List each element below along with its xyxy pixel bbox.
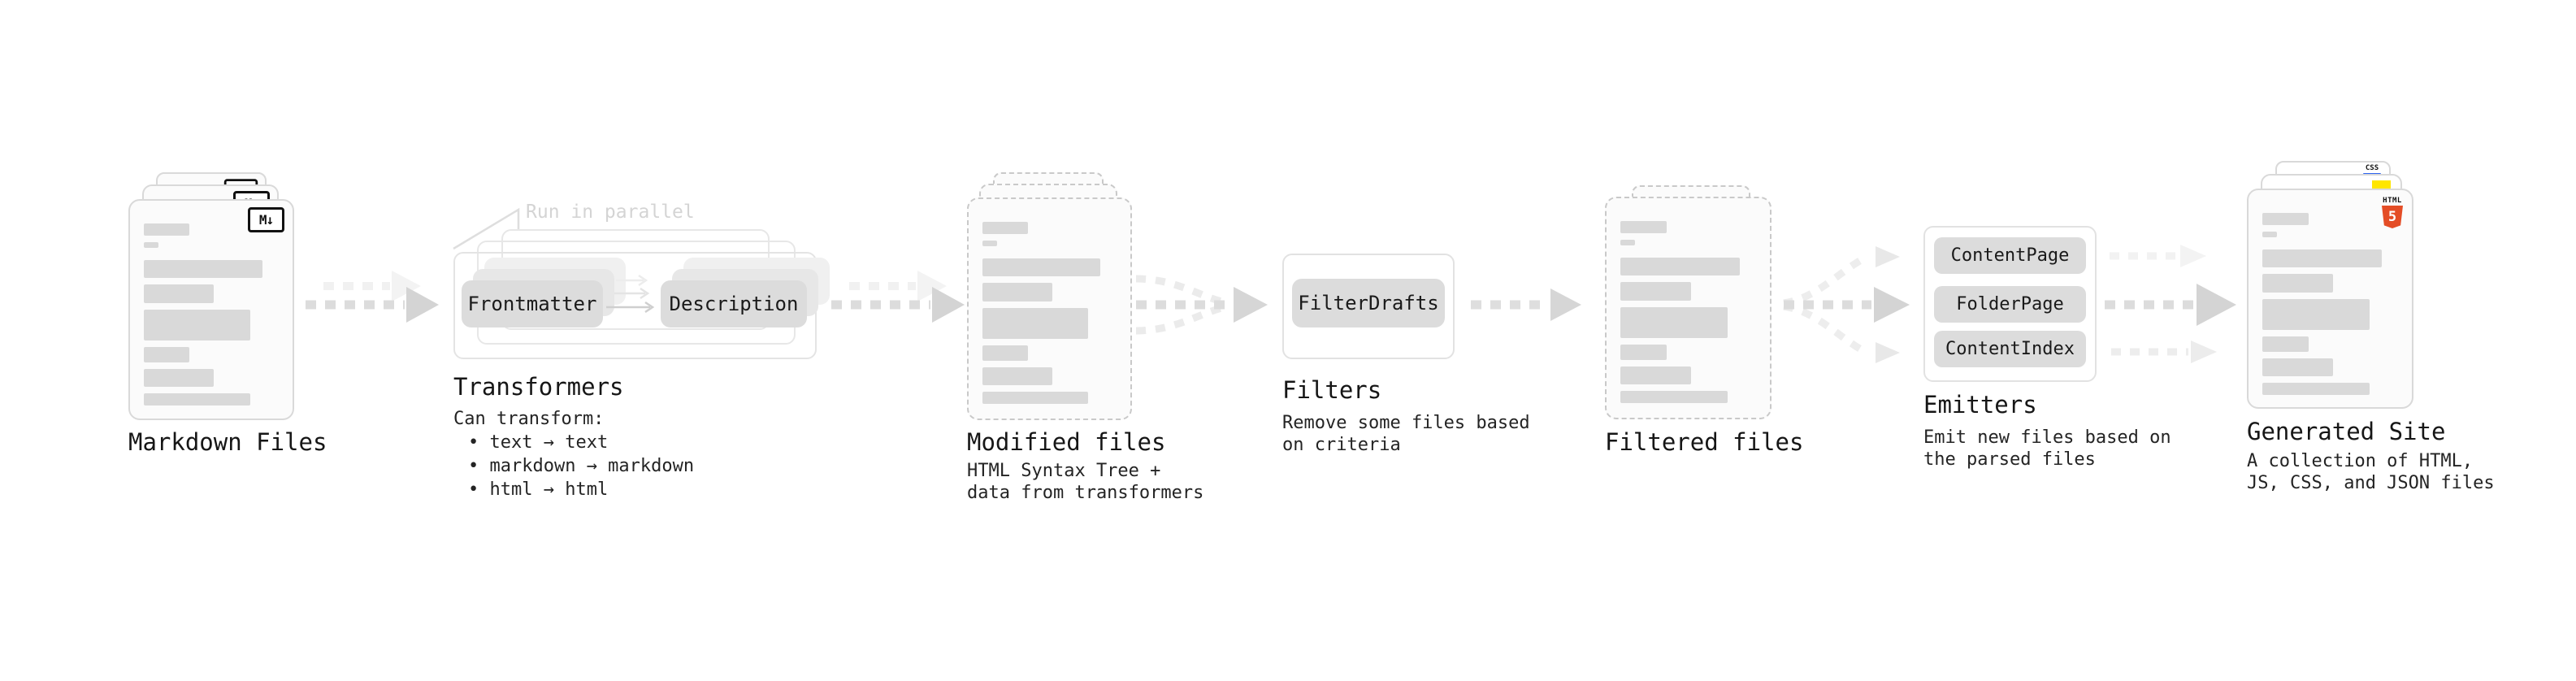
skeleton-bar	[2262, 274, 2333, 293]
node-label: Markdown Files	[128, 428, 327, 456]
skeleton-bar	[1620, 258, 1740, 275]
flow-arrow-modified-to-filters	[1135, 275, 1268, 335]
skeleton-lines	[144, 223, 279, 412]
skeleton-bar	[2262, 299, 2370, 330]
skeleton-bar	[982, 258, 1101, 276]
html5-icon-label: HTML	[2383, 197, 2402, 205]
file-card-front: M↓	[128, 199, 294, 420]
skeleton-bar	[2262, 249, 2382, 267]
skeleton-bar	[1620, 221, 1667, 233]
transformer-pill-frontmatter: Frontmatter	[462, 280, 603, 327]
flow-arrow-filtered-to-emitters	[1783, 246, 1910, 363]
skeleton-lines	[982, 222, 1117, 410]
skeleton-bar	[144, 284, 215, 303]
flow-arrow-filters-to-filtered	[1471, 288, 1581, 321]
pill-connector-arrows	[606, 274, 655, 314]
emitter-pill-contentpage: ContentPage	[1934, 237, 2086, 274]
skeleton-bar	[1620, 307, 1728, 338]
description-line: Remove some files based	[1282, 413, 1530, 433]
skeleton-bar	[982, 308, 1089, 339]
node-label: Modified files	[967, 428, 1166, 456]
node-description: Remove some files based on criteria	[1282, 412, 1530, 456]
skeleton-bar	[2262, 336, 2309, 352]
skeleton-bar	[982, 241, 998, 246]
emitter-pill-contentindex: ContentIndex	[1934, 331, 2086, 367]
file-card-front: HTML 5	[2247, 189, 2413, 409]
skeleton-bar	[144, 260, 263, 278]
flow-arrow-markdown-to-transformers	[306, 271, 439, 323]
skeleton-bar	[982, 367, 1052, 385]
description-line: JS, CSS, and JSON files	[2247, 473, 2495, 493]
node-label: Generated Site	[2247, 418, 2446, 445]
annotation-connector-line	[453, 207, 520, 250]
skeleton-bar	[1620, 345, 1667, 360]
skeleton-bar	[982, 345, 1029, 361]
skeleton-bar	[144, 369, 215, 387]
description-line: on criteria	[1282, 435, 1401, 455]
skeleton-bar	[2262, 213, 2309, 225]
node-label: Filtered files	[1605, 428, 1804, 456]
node-label: Emitters	[1923, 391, 2037, 419]
skeleton-bar	[1620, 282, 1691, 301]
description-line: data from transformers	[967, 483, 1204, 503]
skeleton-bar	[2262, 358, 2333, 376]
skeleton-bar	[1620, 240, 1636, 245]
description-line: A collection of HTML,	[2247, 451, 2474, 471]
skeleton-lines	[2262, 213, 2398, 401]
skeleton-bar	[1620, 367, 1691, 384]
skeleton-bar	[1620, 391, 1728, 403]
skeleton-bar	[144, 310, 251, 340]
javascript-icon	[2372, 180, 2391, 190]
filter-pill-filterdrafts: FilterDrafts	[1292, 279, 1445, 327]
flow-arrow-emitters-to-generated	[2105, 245, 2236, 363]
skeleton-bar	[982, 283, 1052, 301]
file-card-front	[967, 197, 1132, 420]
markdown-icon: M↓	[248, 207, 284, 232]
node-description: A collection of HTML, JS, CSS, and JSON …	[2247, 450, 2495, 494]
description-line: the parsed files	[1923, 449, 2096, 470]
html5-icon-shield: 5	[2382, 206, 2403, 228]
description-line: Emit new files based on	[1923, 427, 2171, 448]
file-card-front	[1605, 197, 1772, 419]
emitter-pill-folderpage: FolderPage	[1934, 286, 2086, 323]
flow-arrow-transformers-to-modified	[831, 271, 965, 323]
skeleton-bar	[144, 393, 251, 406]
transformer-pill-description: Description	[661, 280, 807, 327]
node-label: Transformers	[453, 373, 624, 401]
skeleton-bar	[2262, 232, 2278, 237]
skeleton-bar	[982, 392, 1089, 404]
html5-icon: HTML 5	[2382, 197, 2403, 228]
skeleton-bar	[144, 242, 159, 248]
node-description: Can transform: • text → text • markdown …	[453, 407, 694, 501]
description-line: HTML Syntax Tree +	[967, 461, 1161, 481]
skeleton-bar	[144, 223, 190, 236]
skeleton-lines	[1620, 221, 1756, 410]
description-line: • text → text	[468, 432, 609, 453]
description-line: • markdown → markdown	[468, 456, 695, 476]
node-description: Emit new files based on the parsed files	[1923, 427, 2171, 471]
css-icon-label: CSS	[2365, 164, 2379, 172]
skeleton-bar	[982, 222, 1029, 234]
node-label: Filters	[1282, 376, 1382, 404]
annotation-run-in-parallel: Run in parallel	[526, 202, 695, 223]
description-line: • html → html	[468, 479, 609, 500]
skeleton-bar	[2262, 383, 2370, 395]
skeleton-bar	[144, 347, 190, 362]
node-description: HTML Syntax Tree + data from transformer…	[967, 460, 1203, 504]
description-line: Can transform:	[453, 409, 605, 429]
html5-icon-number: 5	[2387, 209, 2397, 225]
